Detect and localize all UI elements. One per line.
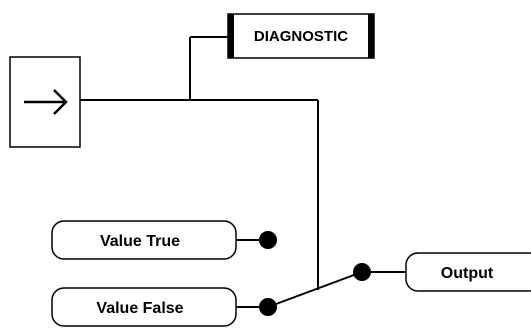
output-block: Output bbox=[405, 252, 531, 292]
wires bbox=[80, 36, 406, 308]
switch bbox=[259, 231, 371, 316]
output-contact bbox=[353, 263, 371, 281]
switch-arm bbox=[267, 271, 363, 308]
value-false-label: Value False bbox=[96, 300, 183, 317]
value-true-label: Value True bbox=[100, 233, 180, 250]
value-false-block: Value False bbox=[51, 287, 237, 327]
value-true-block: Value True bbox=[51, 220, 237, 260]
diagnostic-label: DIAGNOSTIC bbox=[254, 28, 348, 45]
value-false-contact bbox=[259, 298, 277, 316]
input-block bbox=[9, 56, 81, 148]
output-label: Output bbox=[441, 265, 494, 282]
right-arrow-icon bbox=[24, 89, 68, 115]
diagnostic-block: DIAGNOSTIC bbox=[227, 13, 375, 59]
value-true-contact bbox=[259, 231, 277, 249]
